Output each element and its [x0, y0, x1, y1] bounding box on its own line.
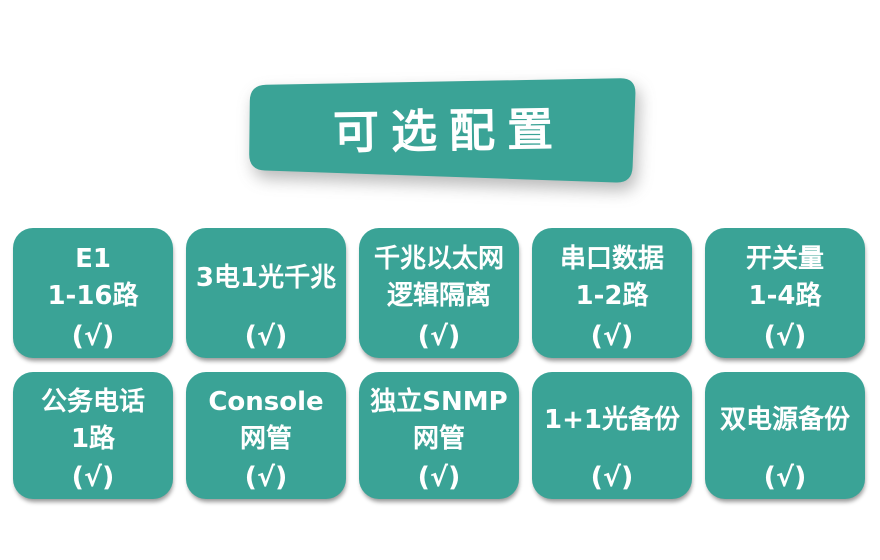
card-line: Console	[208, 386, 324, 417]
option-card-service-phone: 公务电话 1路 (√)	[13, 372, 173, 499]
banner-shape	[249, 78, 636, 183]
card-line: 网管	[239, 423, 292, 454]
card-check-mark: (√)	[71, 462, 115, 493]
card-line: 网管	[412, 423, 465, 454]
card-line: E1	[75, 244, 111, 274]
option-card-optical-backup: 1+1光备份 (√)	[532, 372, 692, 499]
card-line: 双电源备份	[719, 405, 850, 435]
card-main: Console 网管	[186, 372, 346, 461]
option-card-snmp: 独立SNMP 网管 (√)	[359, 372, 519, 499]
card-check-mark: (√)	[417, 321, 461, 352]
card-line: 3电1光千兆	[195, 262, 337, 293]
banner: 可选配置	[0, 0, 880, 230]
card-line: 1路	[70, 423, 116, 454]
card-check-mark: (√)	[71, 321, 115, 352]
option-card-dual-power: 双电源备份 (√)	[705, 372, 865, 499]
card-grid-row-1: E1 1-16路 (√) 3电1光千兆 (√) 千兆以太网 逻辑隔离 (√) 串…	[13, 228, 865, 358]
option-card-gigabit-combo: 3电1光千兆 (√)	[186, 228, 346, 358]
card-check-mark: (√)	[590, 321, 634, 352]
card-main: 开关量 1-4路	[705, 228, 865, 320]
card-main: 公务电话 1路	[13, 372, 173, 461]
card-check-mark: (√)	[763, 462, 807, 493]
option-card-switch-io: 开关量 1-4路 (√)	[705, 228, 865, 358]
card-grid-row-2: 公务电话 1路 (√) Console 网管 (√) 独立SNMP 网管 (√)…	[13, 372, 865, 499]
card-line: 1-16路	[47, 281, 139, 311]
banner-title: 可选配置	[332, 102, 566, 160]
card-main: 串口数据 1-2路	[532, 228, 692, 320]
card-main: 3电1光千兆	[186, 228, 346, 320]
card-line: 千兆以太网	[373, 244, 504, 274]
card-line: 串口数据	[559, 244, 664, 274]
card-check-mark: (√)	[763, 321, 807, 352]
card-main: 独立SNMP 网管	[359, 372, 519, 461]
card-line: 公务电话	[40, 386, 145, 417]
card-check-mark: (√)	[244, 321, 288, 352]
card-main: 双电源备份	[705, 372, 865, 461]
card-main: 千兆以太网 逻辑隔离	[359, 228, 519, 320]
card-line: 开关量	[745, 244, 824, 274]
card-line: 独立SNMP	[370, 386, 508, 417]
card-check-mark: (√)	[244, 462, 288, 493]
card-main: E1 1-16路	[13, 228, 173, 320]
card-main: 1+1光备份	[532, 372, 692, 461]
card-check-mark: (√)	[590, 462, 634, 493]
option-card-console: Console 网管 (√)	[186, 372, 346, 499]
option-card-e1: E1 1-16路 (√)	[13, 228, 173, 358]
card-line: 1-2路	[575, 281, 649, 311]
option-card-serial-data: 串口数据 1-2路 (√)	[532, 228, 692, 358]
card-line: 逻辑隔离	[386, 281, 491, 311]
card-check-mark: (√)	[417, 462, 461, 493]
card-line: 1-4路	[748, 281, 822, 311]
card-line: 1+1光备份	[544, 405, 680, 435]
option-card-gigabit-ethernet: 千兆以太网 逻辑隔离 (√)	[359, 228, 519, 358]
